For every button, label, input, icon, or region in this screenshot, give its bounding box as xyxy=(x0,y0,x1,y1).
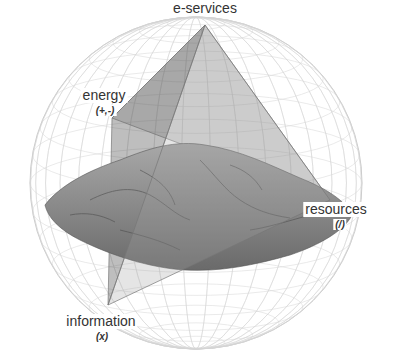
meridian-line xyxy=(36,17,357,349)
meridian-line xyxy=(31,17,362,349)
vertex-label: information xyxy=(64,314,137,329)
operator-label: (/) xyxy=(333,219,346,230)
vertex-label: e-services xyxy=(171,1,239,16)
vertex-label: energy xyxy=(81,88,128,103)
parallel-line xyxy=(113,305,279,341)
sphere-outline xyxy=(30,17,362,349)
vertex-label: resources xyxy=(303,202,368,217)
tetra-front-face xyxy=(108,25,330,305)
parallel-line xyxy=(139,323,253,348)
meridian-line xyxy=(36,17,357,349)
parallel-line xyxy=(167,17,225,30)
operator-label: (+,-) xyxy=(94,105,117,116)
meridian-line xyxy=(31,17,362,349)
operator-label: (x) xyxy=(94,331,110,342)
sphere-grid xyxy=(30,17,362,349)
